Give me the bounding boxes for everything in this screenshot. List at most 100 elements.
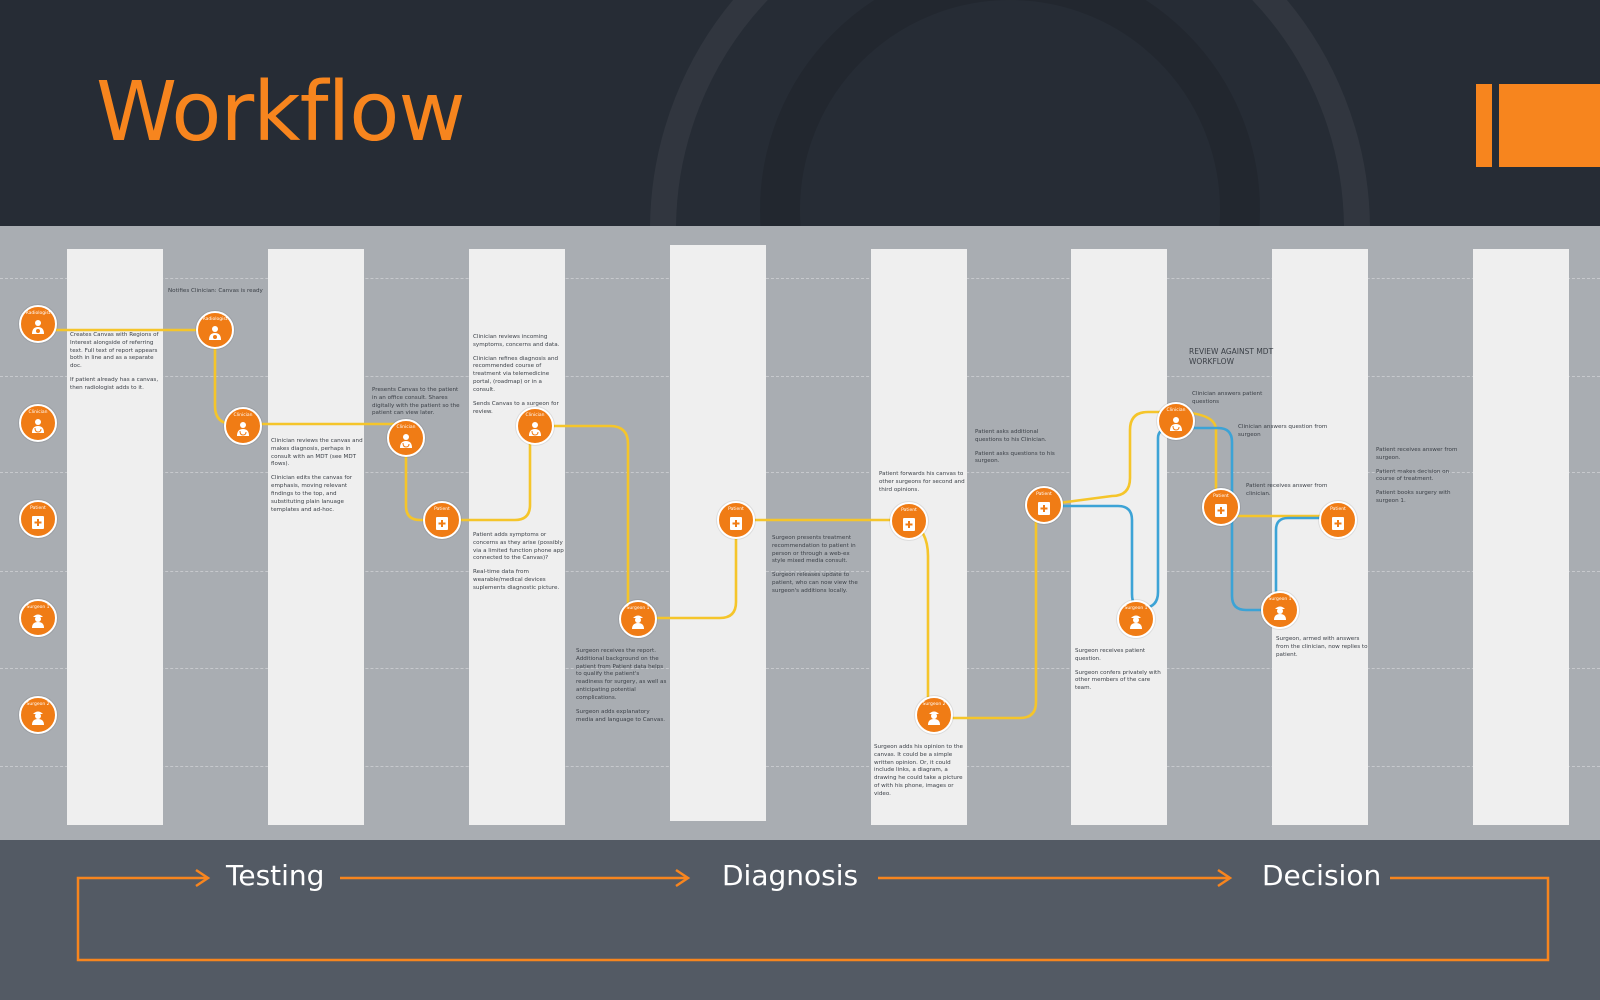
step-note: Clinician answers question from surgeon [1238,424,1328,438]
node-label: Clinician [1166,408,1186,413]
lane-node[interactable]: Clinician [19,404,57,442]
step-node[interactable]: Clinician [224,407,262,445]
flow-lines [36,328,1340,720]
node-label: Surgeon 2 [26,702,50,707]
step-node[interactable]: Clinician [1157,402,1195,440]
node-label: Surgeon 1 [626,606,650,611]
clinician-icon [1170,417,1182,431]
watermark-logo-inner [760,0,1260,226]
phase-testing: Testing [226,859,325,892]
step-note: Patient receives answer from clinician. [1246,483,1328,497]
step-note: Surgeon adds his opinion to the canvas. … [874,744,963,797]
step-node[interactable]: Patient [1319,501,1357,539]
surgeon-icon [32,711,44,725]
patient-icon [32,516,44,529]
step-node[interactable]: Surgeon 1 [1261,591,1299,629]
surgeon-icon [928,711,940,725]
node-label: Clinician [396,425,416,430]
node-label: Patient [728,507,744,512]
clinician-icon [32,419,44,433]
node-label: Radiologist [202,317,228,322]
patient-icon [730,517,742,530]
step-node[interactable]: Patient [1202,488,1240,526]
node-label: Surgeon 1 [1124,606,1148,611]
patient-icon [903,518,915,531]
step-node[interactable]: Surgeon 1 [619,600,657,638]
step-node[interactable]: Surgeon 2 [915,696,953,734]
lane-guide [0,766,1600,767]
node-label: Patient [1036,492,1052,497]
lane-guide [0,668,1600,669]
step-note: Clinician reviews the canvas and makes d… [271,438,363,513]
node-label: Patient [30,506,46,511]
surgeon-icon [32,614,44,628]
stage-column [1473,249,1569,825]
patient-icon [436,517,448,530]
clinician-icon [529,422,541,436]
arrow-head [675,868,691,888]
lane-node[interactable]: Surgeon 1 [19,599,57,637]
radiologist-icon [32,320,44,334]
step-note: Patient asks additional questions to his… [975,429,1055,465]
lane-node[interactable]: Radiologist [19,305,57,343]
step-note: Notifies Clinician: Canvas is ready [168,288,263,294]
step-node[interactable]: Patient [1025,486,1063,524]
node-label: Clinician [28,410,48,415]
step-node[interactable]: Patient [423,501,461,539]
lane-guide [0,278,1600,279]
node-label: Patient [1213,494,1229,499]
patient-icon [1038,502,1050,515]
step-note: Patient receives answer from surgeon.Pat… [1376,447,1458,505]
step-note: Clinician answers patient questions [1192,391,1263,405]
lane-guide [0,571,1600,572]
step-node[interactable]: Clinician [387,419,425,457]
step-node[interactable]: Patient [717,501,755,539]
review-note: REVIEW AGAINST MDT WORKFLOW [1189,347,1274,367]
patient-icon [1332,517,1344,530]
stage-column [268,249,364,825]
patient-icon [1215,504,1227,517]
surgeon-icon [632,615,644,629]
accent-bar-block [1499,84,1600,167]
node-label: Radiologist [25,311,51,316]
workflow-board: Radiologist Clinician Patient Surgeon 1 … [0,226,1600,840]
node-label: Surgeon 2 [922,702,946,707]
step-note: Surgeon receives the report. Additional … [576,648,667,723]
stage-column [67,249,163,825]
step-note: Patient forwards his canvas to other sur… [879,471,965,493]
step-note: Surgeon presents treatment recommendatio… [772,535,858,594]
stage-column [1272,249,1368,825]
step-node[interactable]: Patient [890,502,928,540]
step-note: Surgeon, armed with answers from the cli… [1276,636,1368,658]
node-label: Clinician [233,413,253,418]
phase-decision: Decision [1262,859,1382,892]
arrow-head [195,868,211,888]
node-label: Patient [901,508,917,513]
step-note: Patient adds symptoms or concerns as the… [473,532,564,591]
accent-bar-thin [1476,84,1492,167]
step-note: Presents Canvas to the patient in an off… [372,387,460,417]
stage-column [670,245,766,821]
lane-node[interactable]: Surgeon 2 [19,696,57,734]
lane-guide [0,376,1600,377]
surgeon-icon [1130,615,1142,629]
lane-node[interactable]: Patient [19,500,57,538]
header: Workflow [0,0,1600,226]
step-note: Clinician reviews incoming symptoms, con… [473,334,560,415]
clinician-icon [400,434,412,448]
node-label: Patient [434,507,450,512]
stage-column [469,249,565,825]
lane-guide [0,472,1600,473]
phase-arrows [76,868,1550,962]
phase-diagnosis: Diagnosis [722,859,859,892]
stage-column [1071,249,1167,825]
page-title: Workflow [96,65,466,160]
step-node[interactable]: Surgeon 1 [1117,600,1155,638]
flow-line [1034,426,1338,612]
loop-line [76,876,1550,962]
step-node[interactable]: Radiologist [196,311,234,349]
radiologist-icon [209,326,221,340]
step-node[interactable]: Clinician [516,407,554,445]
surgeon-icon [1274,606,1286,620]
node-label: Surgeon 1 [1268,597,1292,602]
